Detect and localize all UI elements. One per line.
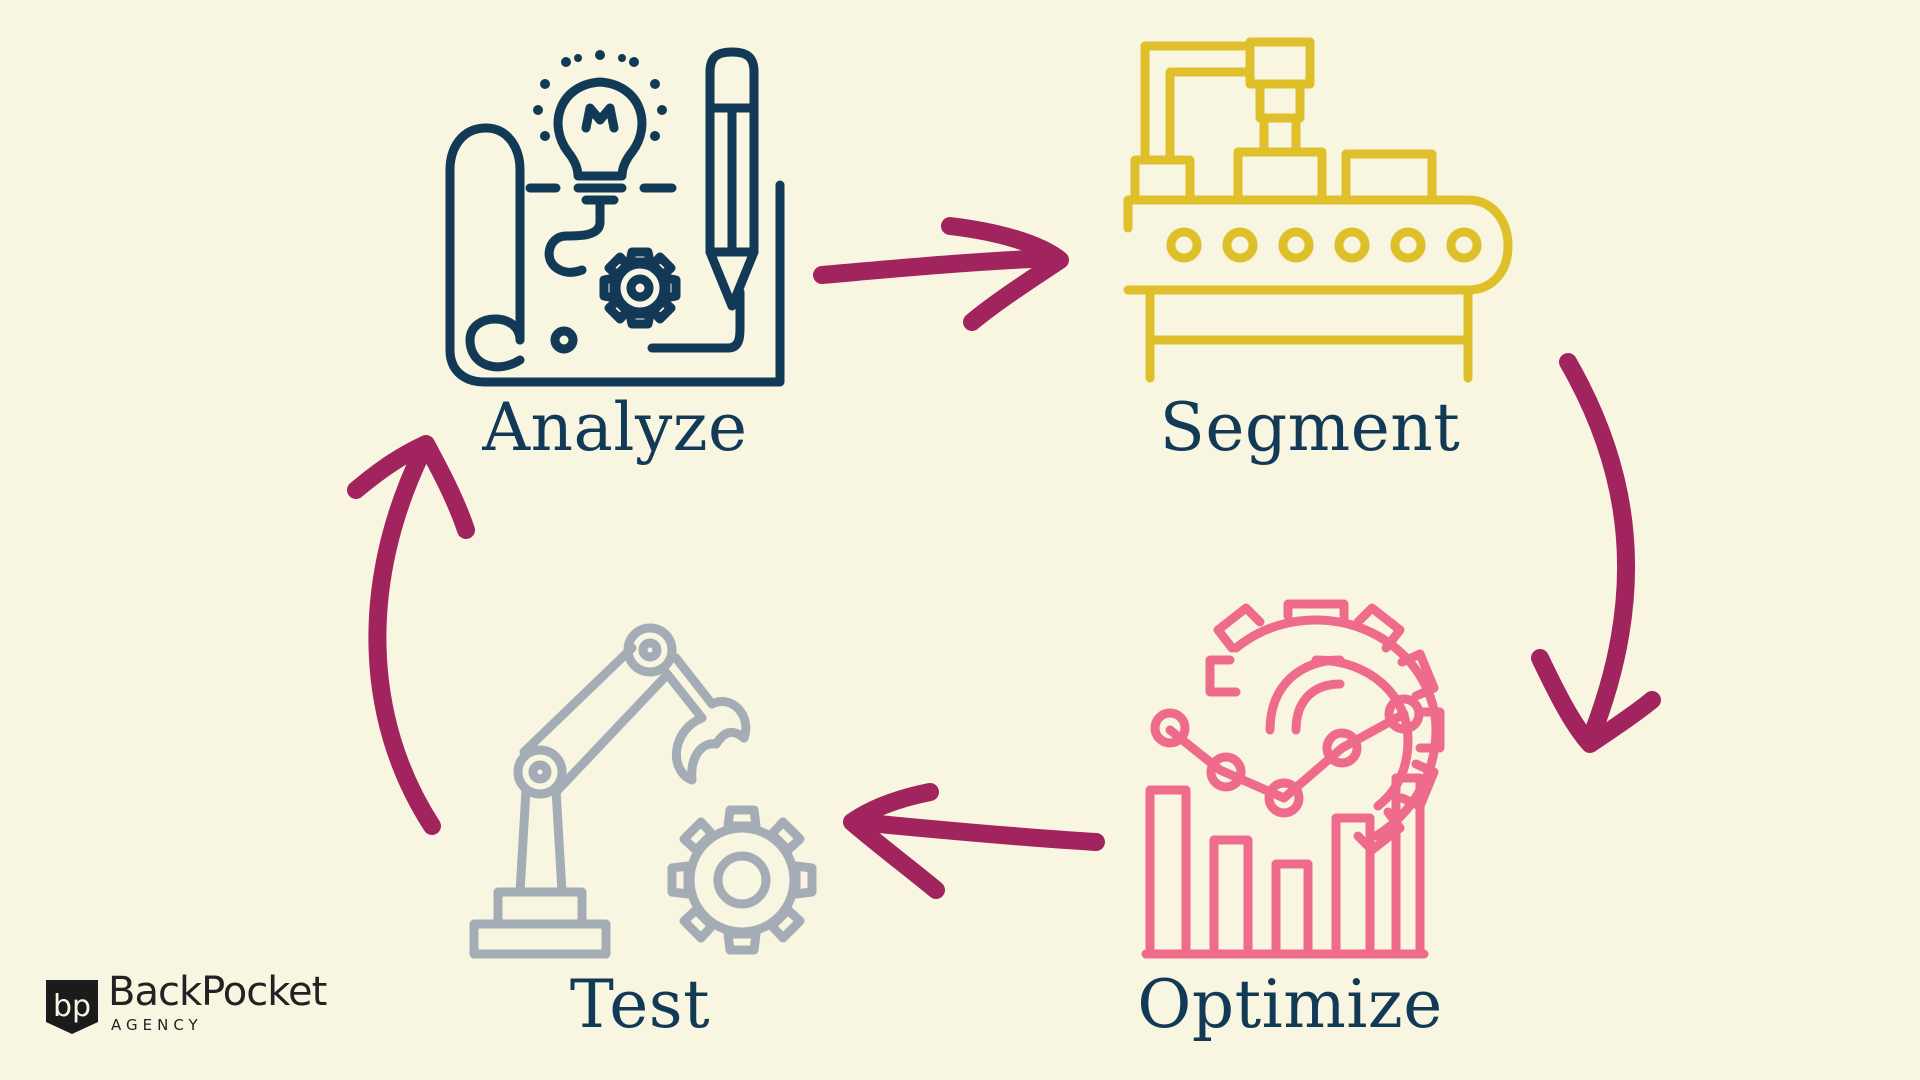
step-label-test: Test [569,966,711,1043]
step-label-optimize: Optimize [1137,966,1443,1043]
brand-sub: AGENCY [111,1016,203,1034]
arrow-optimize-to-test [849,813,1105,851]
arrow-segment-to-optimize [1559,353,1636,749]
brand-name: BackPocket [108,969,327,1015]
gear-chart-icon [1141,599,1445,959]
robotic-arm-gear-icon [469,623,817,959]
arrows [347,217,1661,899]
arrow-test-to-analyze [368,443,441,835]
lightbulb-rays [533,50,667,141]
bp-logo-icon: bp [46,980,98,1034]
step-label-analyze: Analyze [482,389,748,466]
step-label-segment: Segment [1159,389,1461,466]
arrow-analyze-to-segment [813,249,1061,284]
backpocket-logo: bp BackPocket AGENCY [42,972,362,1042]
conveyor-belt-icon [1123,37,1513,383]
bp-logo-mark-text: bp [53,989,91,1024]
blueprint-lightbulb-pencil-icon [445,47,785,387]
